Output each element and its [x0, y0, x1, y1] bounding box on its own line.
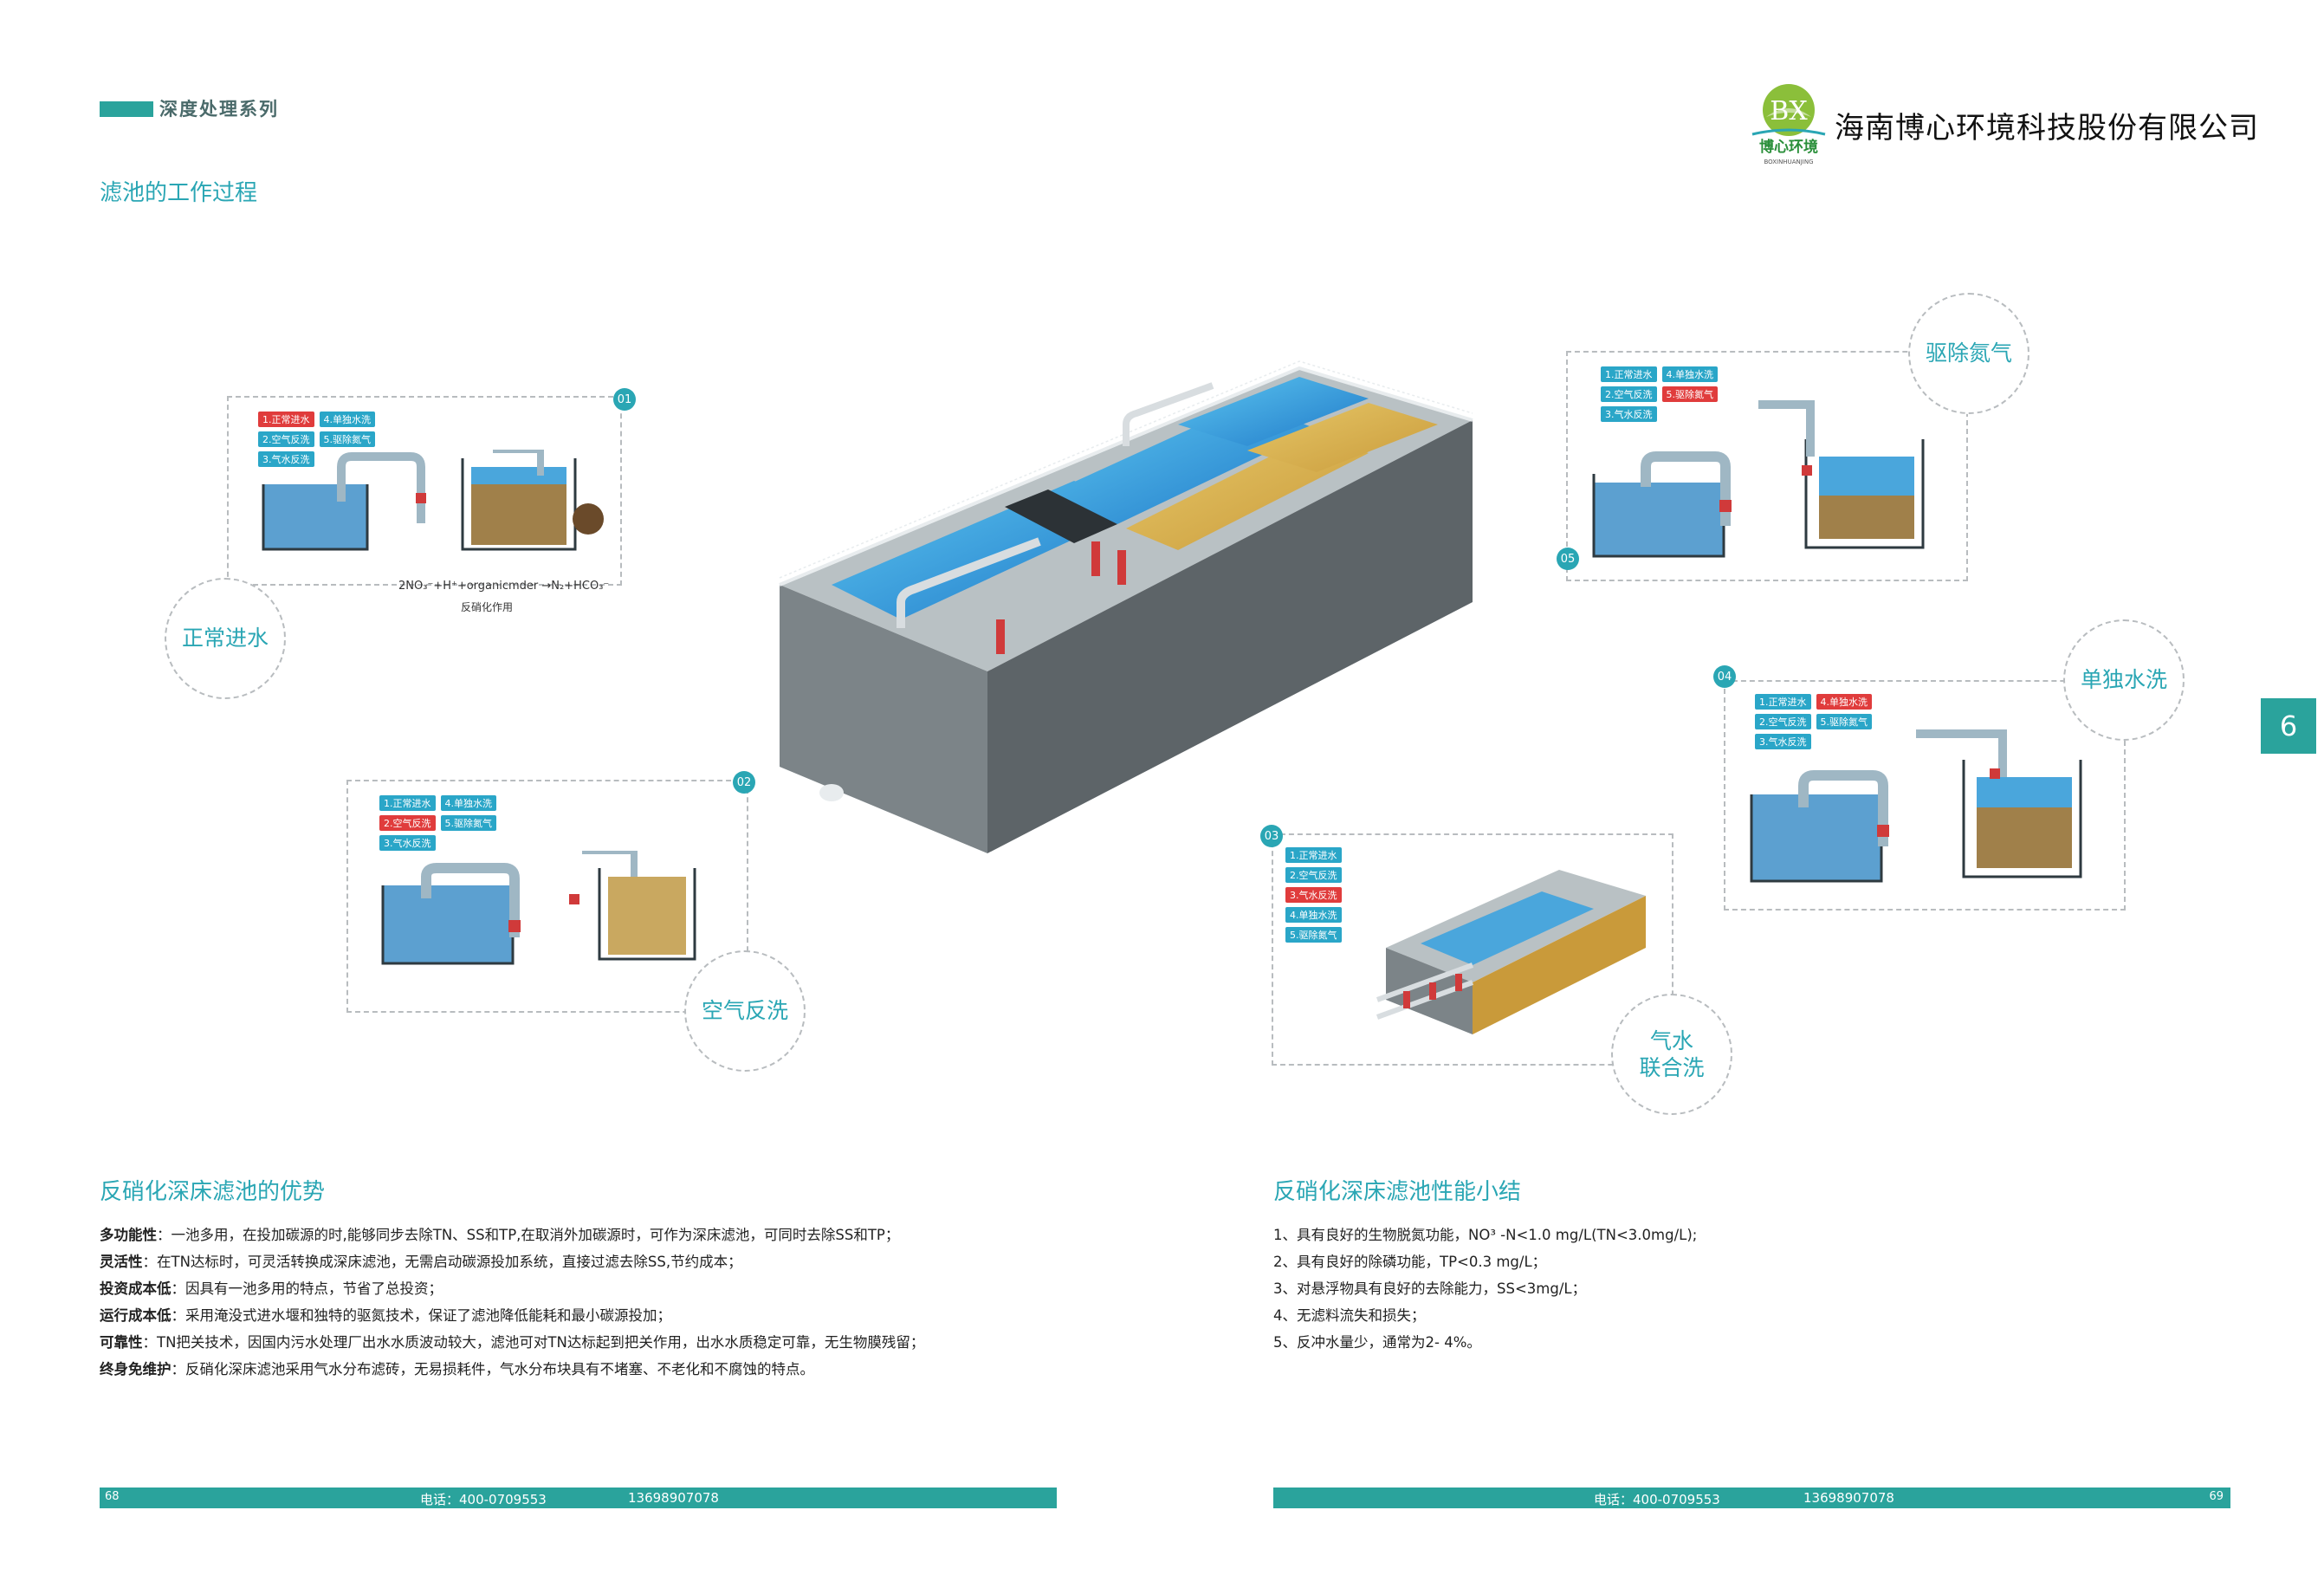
summary-item: 3、对悬浮物具有良好的去除能力，SS<3mg/L；	[1273, 1280, 1587, 1297]
step-02-legend: 1.正常进水 4.单独水洗 2.空气反洗 5.驱除氮气 3.气水反洗	[379, 795, 496, 851]
step-03-legend: 1.正常进水 2.空气反洗 3.气水反洗 4.单独水洗 5.驱除氮气	[1285, 847, 1342, 943]
legend-normal-inflow: 1.正常进水	[258, 412, 314, 427]
step-01-diagram	[262, 450, 604, 551]
advantage-item: 运行成本低：采用淹没式进水堰和独特的驱氮技术，保证了滤池降低能耗和最小碳源投加；	[100, 1307, 671, 1324]
summary-item: 1、具有良好的生物脱氮功能，NO³ -N<1.0 mg/L(TN<3.0mg/L…	[1273, 1227, 1698, 1243]
legend-air-water-backwash: 3.气水反洗	[1755, 734, 1811, 749]
legend-normal-inflow: 1.正常进水	[379, 795, 436, 811]
right-footer: 电话：400-0709553 13698907078 69	[1273, 1488, 2230, 1508]
step-05-panel: 1.正常进水 4.单独水洗 2.空气反洗 5.驱除氮气 3.气水反洗	[1566, 351, 1968, 581]
step-04-diagram	[1750, 729, 2082, 883]
legend-nitrogen-purge: 5.驱除氮气	[440, 815, 496, 831]
process-section-title: 滤池的工作过程	[100, 180, 258, 206]
step-01-legend: 1.正常进水 4.单独水洗 2.空气反洗 5.驱除氮气 3.气水反洗	[258, 412, 375, 467]
right-footer-phone: 电话：400-0709553	[1594, 1492, 1720, 1507]
step-04-legend: 1.正常进水 4.单独水洗 2.空气反洗 5.驱除氮气 3.气水反洗	[1755, 694, 1872, 749]
legend-air-backwash: 2.空气反洗	[1601, 386, 1657, 402]
summary-list: 1、具有良好的生物脱氮功能，NO³ -N<1.0 mg/L(TN<3.0mg/L…	[1273, 1222, 1697, 1356]
step-04-label: 单独水洗	[2063, 619, 2185, 741]
summary-item: 5、反冲水量少，通常为2- 4%。	[1273, 1334, 1481, 1351]
summary-title: 反硝化深床滤池性能小结	[1273, 1179, 1522, 1205]
step-03-label-line1: 气水	[1649, 1027, 1693, 1053]
main-filter-illustration	[762, 342, 1490, 862]
chapter-tab[interactable]: 6	[2261, 698, 2316, 754]
left-footer: 68 电话：400-0709553 13698907078	[100, 1488, 1057, 1508]
denitrification-note: 反硝化作用	[461, 601, 514, 613]
legend-air-backwash: 2.空气反洗	[258, 431, 314, 447]
legend-nitrogen-purge: 5.驱除氮气	[1285, 927, 1342, 943]
step-03-label: 气水联合洗	[1611, 994, 1732, 1115]
legend-nitrogen-purge: 5.驱除氮气	[1661, 386, 1718, 402]
legend-normal-inflow: 1.正常进水	[1601, 366, 1657, 382]
legend-water-only-wash: 4.单独水洗	[1661, 366, 1718, 382]
left-page-number: 68	[105, 1490, 120, 1503]
legend-air-water-backwash: 3.气水反洗	[379, 835, 436, 851]
step-05-legend: 1.正常进水 4.单独水洗 2.空气反洗 5.驱除氮气 3.气水反洗	[1601, 366, 1718, 422]
advantages-title: 反硝化深床滤池的优势	[100, 1179, 326, 1205]
step-02-badge: 02	[733, 771, 755, 794]
step-05-label: 驱除氮气	[1908, 293, 2029, 414]
legend-air-backwash: 2.空气反洗	[1755, 714, 1811, 729]
logo-cn: 博心环境	[1759, 138, 1818, 156]
company-logo: BX 博心环境 BOXINHUANJING	[1737, 82, 1841, 169]
legend-normal-inflow: 1.正常进水	[1755, 694, 1811, 710]
right-page-number: 69	[2209, 1490, 2224, 1503]
step-05-badge: 05	[1557, 548, 1579, 570]
legend-air-water-backwash: 3.气水反洗	[258, 451, 314, 467]
step-03-label-line2: 联合洗	[1639, 1055, 1705, 1080]
header-color-bar	[100, 101, 153, 117]
advantage-item: 投资成本低：因具有一池多用的特点，节省了总投资；	[100, 1280, 443, 1297]
legend-nitrogen-purge: 5.驱除氮气	[1816, 714, 1872, 729]
legend-water-only-wash: 4.单独水洗	[440, 795, 496, 811]
step-02-label: 空气反洗	[684, 950, 806, 1072]
step-01-badge: 01	[613, 388, 636, 411]
legend-air-water-backwash: 3.气水反洗	[1601, 406, 1657, 422]
left-footer-phone: 电话：400-0709553	[420, 1492, 547, 1507]
legend-air-water-backwash: 3.气水反洗	[1285, 887, 1342, 903]
company-name: 海南博心环境科技股份有限公司	[1835, 111, 2259, 146]
series-label: 深度处理系列	[159, 99, 279, 120]
legend-water-only-wash: 4.单独水洗	[1285, 907, 1342, 923]
summary-item: 2、具有良好的除磷功能，TP<0.3 mg/L；	[1273, 1254, 1547, 1270]
step-05-diagram	[1592, 400, 1925, 558]
legend-air-backwash: 2.空气反洗	[379, 815, 436, 831]
legend-normal-inflow: 1.正常进水	[1285, 847, 1342, 863]
legend-water-only-wash: 4.单独水洗	[1816, 694, 1872, 710]
advantage-item: 多功能性：一池多用，在投加碳源的时,能够同步去除TN、SS和TP,在取消外加碳源…	[100, 1227, 900, 1243]
step-01-label: 正常进水	[165, 578, 286, 699]
left-footer-mobile: 13698907078	[628, 1490, 719, 1506]
advantages-list: 多功能性：一池多用，在投加碳源的时,能够同步去除TN、SS和TP,在取消外加碳源…	[100, 1222, 924, 1383]
denitrification-formula: 2NO₃⁻+H⁺+organicmder →N₂+HCO₃⁻	[398, 580, 610, 593]
legend-air-backwash: 2.空气反洗	[1285, 867, 1342, 883]
advantage-item: 灵活性：在TN达标时，可灵活转换成深床滤池，无需启动碳源投加系统，直接过滤去除S…	[100, 1254, 742, 1270]
legend-nitrogen-purge: 5.驱除氮气	[319, 431, 375, 447]
advantage-item: 终身免维护：反硝化深床滤池采用气水分布滤砖，无易损耗件，气水分布块具有不堵塞、不…	[100, 1361, 814, 1377]
legend-water-only-wash: 4.单独水洗	[319, 412, 375, 427]
step-04-panel: 1.正常进水 4.单独水洗 2.空气反洗 5.驱除氮气 3.气水反洗	[1724, 680, 2126, 911]
summary-item: 4、无滤料流失和损失；	[1273, 1307, 1426, 1324]
step-02-diagram	[381, 851, 696, 965]
step-03-badge: 03	[1260, 825, 1283, 847]
logo-monogram: BX	[1770, 96, 1808, 126]
advantage-item: 可靠性：TN把关技术，因国内污水处理厂出水水质波动较大，滤池可对TN达标起到把关…	[100, 1334, 925, 1351]
logo-en: BOXINHUANJING	[1764, 159, 1813, 165]
step-03-panel: 1.正常进水 2.空气反洗 3.气水反洗 4.单独水洗 5.驱除氮气	[1272, 833, 1673, 1066]
step-04-badge: 04	[1713, 665, 1736, 688]
step-02-panel: 1.正常进水 4.单独水洗 2.空气反洗 5.驱除氮气 3.气水反洗	[346, 780, 748, 1013]
step-03-diagram	[1376, 870, 1646, 1034]
step-01-panel: 1.正常进水 4.单独水洗 2.空气反洗 5.驱除氮气 3.气水反洗 2NO₃⁻…	[227, 396, 622, 613]
right-footer-mobile: 13698907078	[1803, 1490, 1894, 1506]
